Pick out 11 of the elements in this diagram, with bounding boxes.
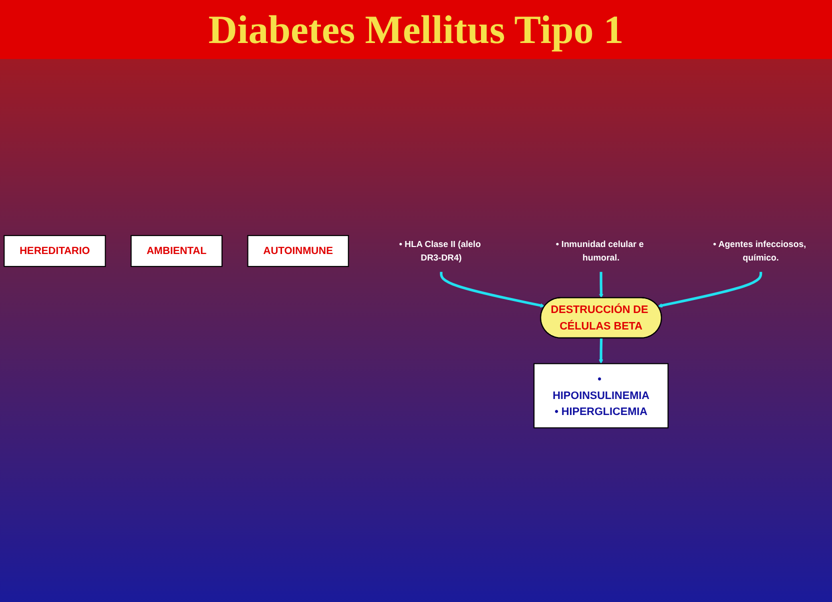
arrow xyxy=(598,338,604,364)
arrow xyxy=(440,272,545,308)
arrow xyxy=(598,272,604,298)
node-text: • Inmunidad celular e humoral. xyxy=(556,239,644,262)
node-box: • HIPOINSULINEMIA • HIPERGLICEMIA xyxy=(533,363,669,428)
node-box: AMBIENTAL xyxy=(130,235,223,267)
title: Diabetes Mellitus Tipo 1 xyxy=(0,0,832,59)
node-text: • Agentes infecciosos, químico. xyxy=(713,239,806,262)
node-text: • HLA Clase II (alelo DR3-DR4) xyxy=(399,239,481,262)
node-box: AUTOINMUNE xyxy=(247,235,349,267)
node-box: HEREDITARIO xyxy=(4,235,106,267)
